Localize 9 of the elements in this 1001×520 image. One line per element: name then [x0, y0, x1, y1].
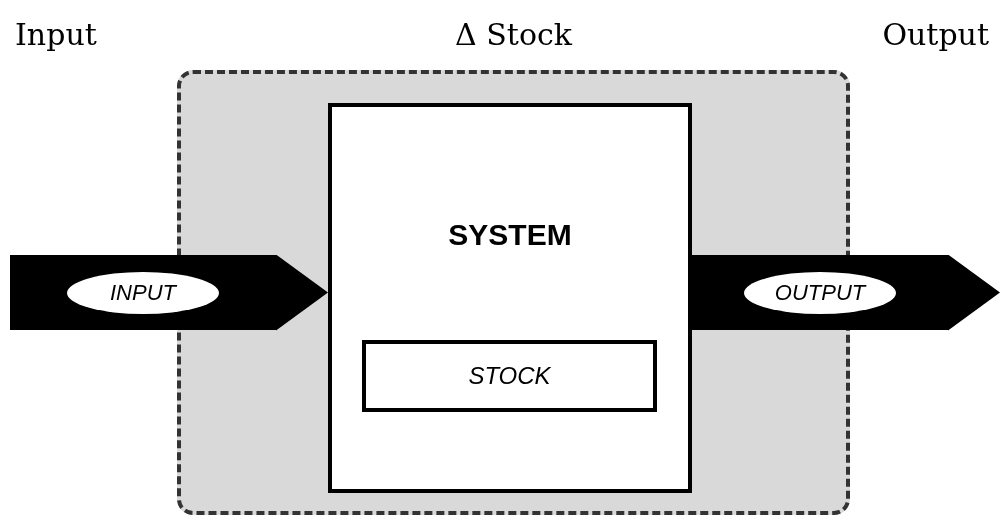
system-box	[328, 103, 692, 493]
flow-label: Input	[15, 16, 97, 54]
system-label: SYSTEM	[447, 217, 573, 253]
heading: Δ Stock	[455, 16, 572, 54]
flow-arrow	[10, 254, 328, 331]
flow-arrow	[692, 254, 1000, 331]
flow-label: Output	[882, 16, 989, 54]
stock-label: STOCK	[468, 361, 551, 391]
stock-box	[362, 340, 657, 412]
